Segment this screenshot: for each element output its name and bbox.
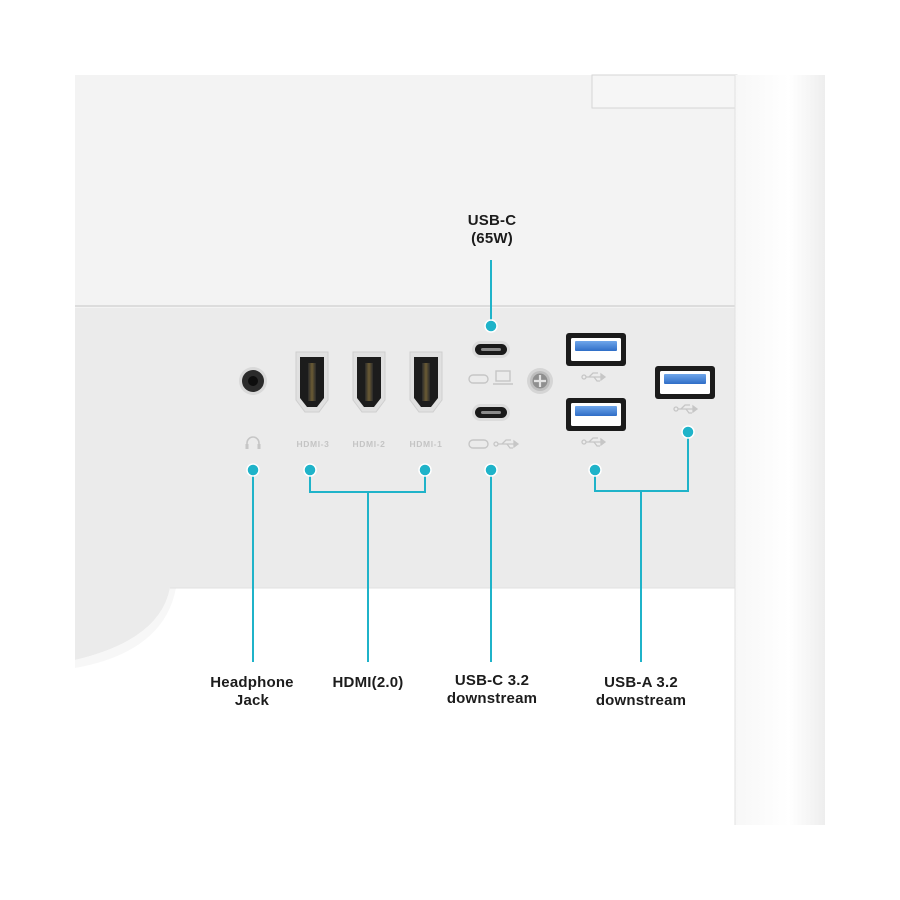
callout-usb-c-down-line1: USB-C 3.2 bbox=[454, 672, 530, 689]
callout-leader-lines bbox=[252, 260, 689, 662]
callout-hdmi-line1: HDMI(2.0) bbox=[332, 674, 404, 691]
usb-icon bbox=[581, 372, 607, 382]
callout-headphone-jack: Headphone Jack bbox=[190, 674, 314, 710]
callout-dots bbox=[246, 319, 695, 477]
hdmi-3-port[interactable] bbox=[295, 351, 329, 413]
callout-usb-a-downstream: USB-A 3.2 downstream bbox=[578, 674, 704, 710]
usb-a-port-top[interactable] bbox=[566, 333, 626, 366]
usb-icon bbox=[581, 437, 607, 447]
hdmi-1-label: HDMI-1 bbox=[410, 439, 443, 449]
usb-c-power-port[interactable] bbox=[472, 341, 510, 358]
callout-usb-a-down-line1: USB-A 3.2 bbox=[604, 674, 678, 691]
headphone-jack-port[interactable] bbox=[239, 367, 267, 395]
io-panel bbox=[75, 308, 740, 668]
hdmi-2-port[interactable] bbox=[352, 351, 386, 413]
usb-c-icon bbox=[468, 439, 489, 449]
usb-icon bbox=[673, 404, 699, 414]
callout-usb-c-power-line1: USB-C bbox=[467, 212, 517, 229]
stand-leg bbox=[734, 75, 825, 825]
callout-usb-c-power-line2: (65W) bbox=[471, 230, 513, 247]
usb-c-icon bbox=[468, 374, 489, 384]
laptop-icon bbox=[493, 370, 513, 385]
usb-icon bbox=[493, 439, 520, 449]
callout-headphone-line2: Jack bbox=[234, 692, 270, 709]
leader-hdmi bbox=[309, 470, 426, 662]
callout-usb-c-power: USB-C (65W) bbox=[440, 212, 544, 248]
monitor-body bbox=[75, 74, 825, 310]
callout-hdmi: HDMI(2.0) bbox=[310, 674, 426, 692]
callout-headphone-line1: Headphone bbox=[210, 674, 294, 691]
callout-usb-c-down-line2: downstream bbox=[446, 690, 538, 707]
leader-usb-a bbox=[594, 432, 689, 662]
hdmi-2-label: HDMI-2 bbox=[353, 439, 386, 449]
callout-usb-a-down-line2: downstream bbox=[595, 692, 687, 709]
hdmi-3-label: HDMI-3 bbox=[297, 439, 330, 449]
usb-c-downstream-port[interactable] bbox=[472, 404, 510, 421]
usb-a-port-bottom[interactable] bbox=[566, 398, 626, 431]
screw-icon bbox=[527, 368, 553, 394]
headphone-icon bbox=[245, 436, 261, 449]
callout-usb-c-downstream: USB-C 3.2 downstream bbox=[432, 672, 552, 708]
hdmi-1-port[interactable] bbox=[409, 351, 443, 413]
usb-a-port-right[interactable] bbox=[655, 366, 715, 399]
